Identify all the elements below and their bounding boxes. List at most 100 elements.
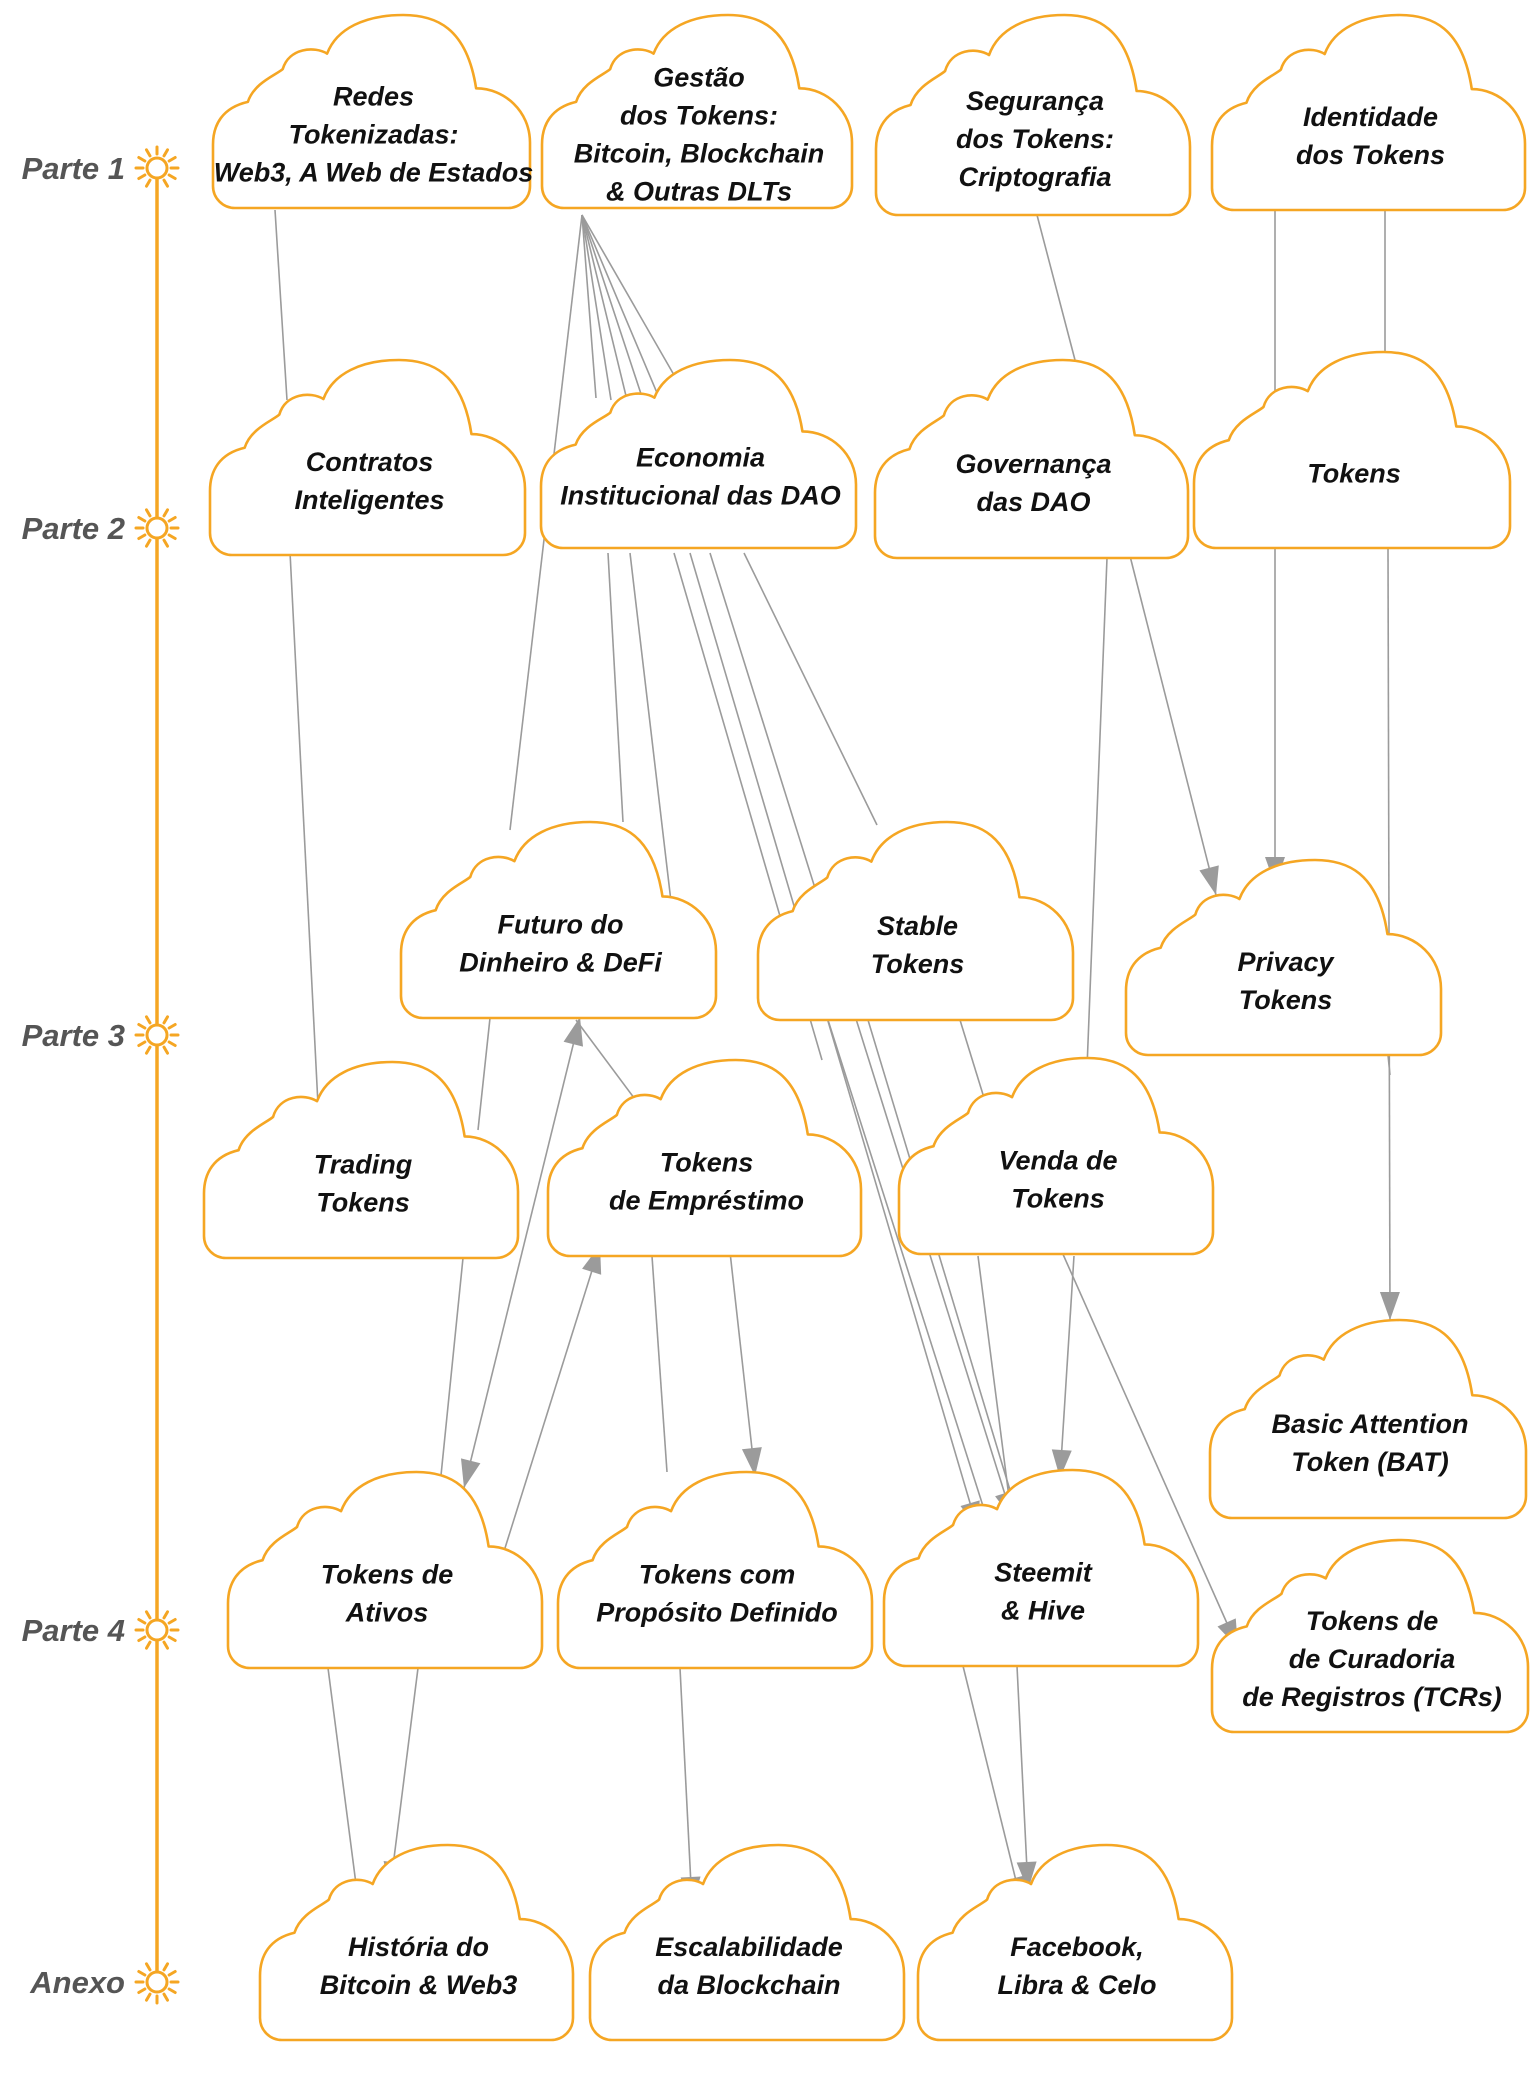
- cloud-label: Institucional das DAO: [560, 481, 841, 511]
- edges-layer: [274, 209, 1400, 1916]
- cloud-label: de Empréstimo: [609, 1186, 804, 1216]
- edge-line: [629, 552, 673, 911]
- cloud-label: Stable: [877, 911, 958, 941]
- cloud-shape: [226, 1470, 544, 1670]
- cloud-shape: [546, 1058, 863, 1258]
- edge-line: [1016, 1665, 1029, 1891]
- cloud-shape: [556, 1470, 874, 1670]
- sun-icon: [134, 1959, 180, 2005]
- cloud-label: Inteligentes: [294, 485, 444, 515]
- edge-line: [494, 1244, 601, 1581]
- sun-icon: [134, 505, 180, 551]
- edge-line: [327, 1667, 361, 1916]
- cloud-label: Escalabilidade: [655, 1932, 843, 1962]
- cloud-shape: [1124, 858, 1443, 1057]
- cloud-shape: [399, 820, 718, 1020]
- edge-line: [575, 1019, 644, 1111]
- edge-line: [1086, 557, 1108, 1069]
- edge-line: [729, 1251, 756, 1477]
- cloud-label: Bitcoin & Web3: [320, 1970, 518, 2000]
- cloud-label: das DAO: [976, 487, 1090, 517]
- cloud-shape: [1192, 350, 1512, 550]
- cloud-label: Futuro do: [498, 910, 624, 940]
- edge-line: [743, 552, 878, 826]
- part-label: Parte 2: [22, 511, 125, 546]
- edge-line: [581, 214, 628, 401]
- edge-line: [274, 209, 288, 401]
- edge-line: [607, 552, 624, 823]
- cloud-label: Dinheiro & DeFi: [459, 948, 662, 978]
- cloud-tokens: Tokens: [1192, 350, 1512, 550]
- cloud-label: Tokens: [660, 1148, 754, 1178]
- cloud-label: Governança: [955, 449, 1111, 479]
- cloud-shape: [258, 1843, 575, 2042]
- edge-line: [1387, 1054, 1391, 1076]
- edge-line: [977, 1255, 1011, 1506]
- edge-line: [1129, 555, 1217, 896]
- cloud-label: Tokens de: [1306, 1606, 1439, 1636]
- cloud-shape: [916, 1843, 1234, 2042]
- arrowhead: [1199, 865, 1219, 895]
- timeline: Parte 1 Parte 2 Parte 3 Parte 4 Anexo: [22, 145, 180, 2005]
- sun-icon: [134, 1607, 180, 1653]
- cloud-label: Basic Attention: [1271, 1409, 1468, 1439]
- edge-line: [581, 214, 675, 376]
- part-label: Parte 4: [22, 1613, 125, 1648]
- cloud-label: Tokens de: [321, 1560, 454, 1590]
- cloud-label: História do: [348, 1932, 489, 1962]
- cloud-label: Economia: [636, 443, 765, 473]
- cloud-label: da Blockchain: [657, 1970, 840, 2000]
- cloud-label: Tokenizadas:: [288, 120, 458, 150]
- edge-line: [581, 214, 612, 401]
- cloud-shape: [897, 1056, 1215, 1256]
- cloud-label: Redes: [333, 82, 414, 112]
- cloud-label: Venda de: [998, 1146, 1117, 1176]
- cloud-label: Libra & Celo: [997, 1970, 1156, 2000]
- cloud-label: Privacy: [1237, 947, 1335, 977]
- cloud-shape: [882, 1468, 1200, 1668]
- cloud-label: Segurança: [966, 86, 1104, 116]
- cloud-emprestimo: Tokens de Empréstimo: [546, 1058, 863, 1258]
- cloud-escalabilidade: Escalabilidade da Blockchain: [588, 1843, 906, 2042]
- edge-line: [581, 214, 644, 401]
- sun-icon: [134, 145, 180, 191]
- cloud-label: Tokens: [871, 949, 965, 979]
- edge-line: [1036, 214, 1076, 361]
- edge-line: [709, 552, 1014, 1521]
- arrowhead: [1051, 1449, 1072, 1478]
- cloud-steemit: Steemit& Hive: [882, 1468, 1200, 1668]
- cloud-shape: [1210, 13, 1527, 212]
- part-label: Anexo: [29, 1965, 125, 2000]
- edge-line: [581, 214, 597, 399]
- part-label: Parte 3: [22, 1018, 125, 1053]
- cloud-label: Tokens: [316, 1188, 410, 1218]
- cloud-label: Identidade: [1303, 102, 1438, 132]
- edge-line: [679, 1667, 693, 1906]
- edge-line: [827, 1019, 991, 1529]
- part-label: Parte 1: [22, 151, 125, 186]
- cloud-shape: [202, 1060, 520, 1260]
- edge-line: [463, 1016, 581, 1489]
- cloud-label: Facebook,: [1010, 1932, 1144, 1962]
- cloud-label: Propósito Definido: [596, 1598, 837, 1628]
- edge-line: [1061, 1251, 1239, 1649]
- cloud-shape: [873, 358, 1190, 560]
- edge-line: [1059, 1255, 1075, 1479]
- cloud-label: Tokens: [1239, 985, 1333, 1015]
- edge-line: [289, 551, 319, 1106]
- cloud-shape: [539, 358, 858, 550]
- arrowhead: [460, 1458, 481, 1488]
- cloud-label: Trading: [314, 1150, 413, 1180]
- cloud-label: Tokens com: [639, 1560, 796, 1590]
